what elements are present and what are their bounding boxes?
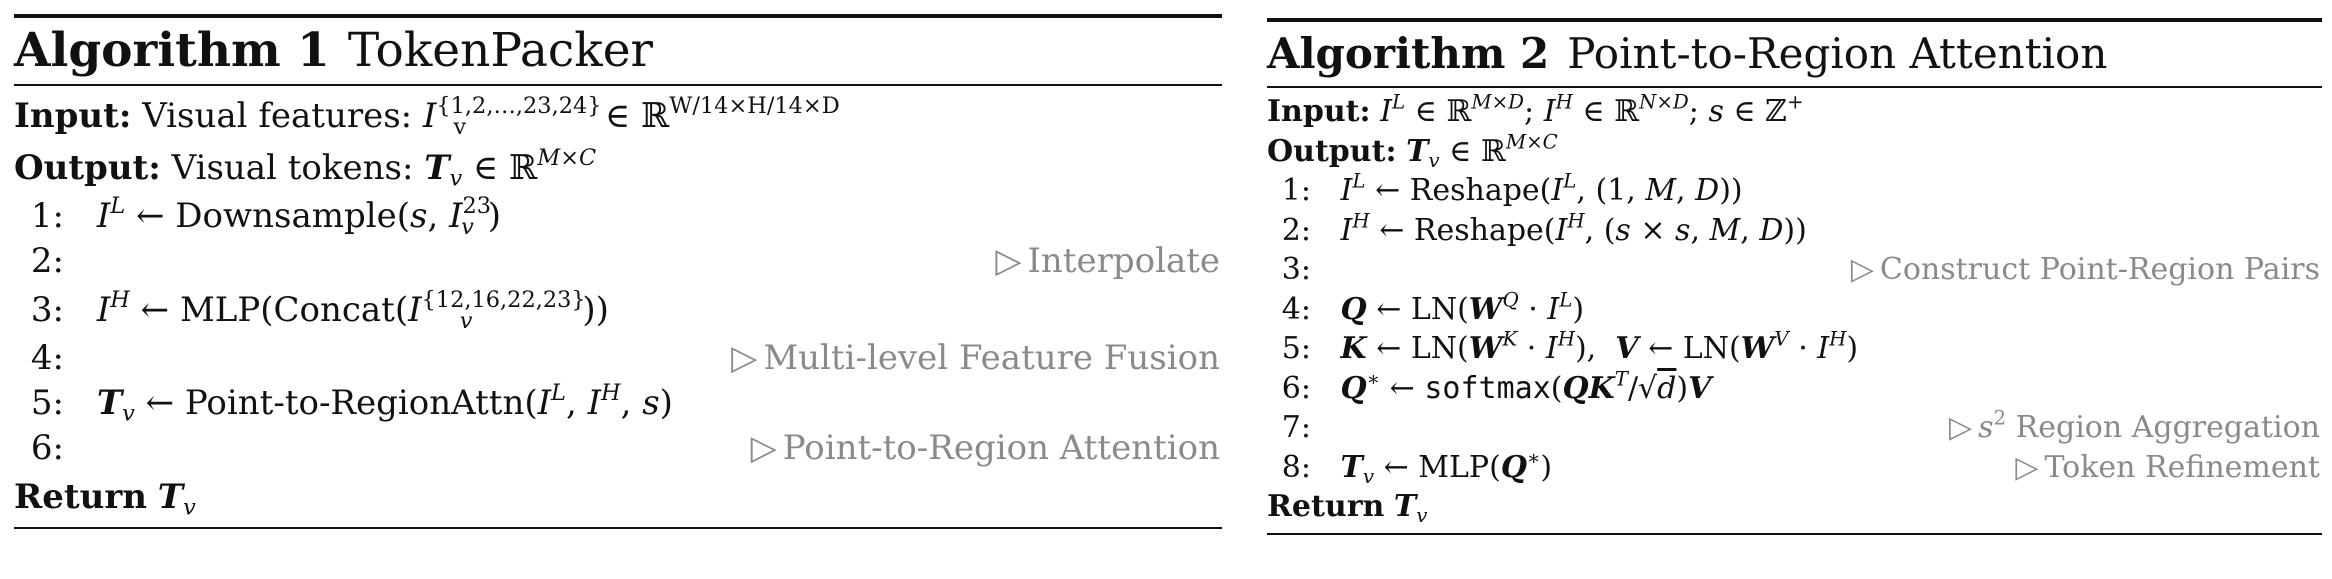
comment-triangle-icon: ▷ [995, 241, 1022, 281]
algo1-line-6: 6: ▷Point-to-Region Attention [14, 426, 1222, 471]
line-number: 1: [1281, 173, 1311, 208]
algorithm-title: Point-to-Region Attention [1567, 29, 2108, 78]
output-dimension: M×C [537, 145, 597, 172]
header-rule [1267, 86, 2322, 88]
line-code: Tv ← Point-to-RegionAttn(IL, IH, s) [96, 380, 673, 427]
line-number: 3: [30, 290, 64, 330]
line-comment: ▷Multi-level Feature Fusion [731, 336, 1220, 381]
comment-triangle-icon: ▷ [2015, 449, 2039, 485]
bottom-rule [14, 527, 1222, 529]
algo2-line-1: 1: IL ← Reshape(IL, (1, M, D)) [1267, 171, 2322, 211]
input-keyword: Input: [14, 96, 132, 136]
algo1-line-5: 5: Tv ← Point-to-RegionAttn(IL, IH, s) [14, 381, 1222, 426]
algo2-line-7: 7: ▷s2 Region Aggregation [1267, 408, 2322, 448]
algorithm-label: Algorithm 2 [1267, 29, 1550, 78]
line-code: Q∗ ← softmax(QKT/√d)V [1340, 367, 1712, 406]
output-line: Output: Tv ∈ ℝM×C [1267, 132, 2322, 172]
algo2-line-4: 4: Q ← LN(WQ · IL) [1267, 290, 2322, 330]
algo2-line-5: 5: K ← LN(WK · IH), V ← LN(WV · IH) [1267, 329, 2322, 369]
input-keyword: Input: [1267, 94, 1371, 129]
line-comment: ▷Token Refinement [2015, 448, 2320, 488]
header-rule [14, 84, 1222, 86]
algo1-line-2: 2: ▷Interpolate [14, 239, 1222, 284]
output-keyword: Output: [1267, 133, 1397, 169]
return-line: Return Tv [14, 477, 196, 521]
input-membership: ∈ ℝ [594, 96, 670, 136]
input-line: Input: Visual features: I{1,2,…,23,24}v … [14, 90, 1222, 142]
line-number: 2: [1281, 212, 1311, 248]
algo2-line-6: 6: Q∗ ← softmax(QKT/√d)V [1267, 369, 2322, 409]
algorithm-1-block: Algorithm 1 TokenPacker Input: Visual fe… [14, 0, 1222, 529]
line-code: Tv ← MLP(Q∗) [1340, 446, 1553, 488]
line-comment: ▷s2 Region Aggregation [1949, 408, 2320, 448]
algo1-line-1: 1: IL ← Downsample(s, I23v) [14, 194, 1222, 239]
output-symbol: T [424, 148, 450, 188]
algorithm-1-header: Algorithm 1 TokenPacker [14, 18, 1222, 84]
algo2-line-8: 8: Tv ← MLP(Q∗) ▷Token Refinement [1267, 448, 2322, 488]
line-code: K ← LN(WK · IH), V ← LN(WV · IH) [1340, 327, 1859, 366]
return-keyword: Return [1267, 489, 1385, 524]
algo2-line-2: 2: IH ← Reshape(IH, (s × s, M, D)) [1267, 211, 2322, 251]
comment-triangle-icon: ▷ [1949, 410, 1973, 445]
return-line: Return Tv [1267, 489, 1428, 527]
input-math: IL ∈ ℝM×D; IH ∈ ℝN×D; s ∈ ℤ+ [1380, 90, 1804, 129]
line-number: 1: [30, 196, 64, 236]
line-number: 4: [30, 338, 64, 378]
line-number: 5: [1281, 331, 1311, 366]
line-code: Q ← LN(WQ · IL) [1340, 288, 1585, 327]
line-number: 8: [1281, 449, 1311, 485]
output-keyword: Output: [14, 148, 161, 188]
algorithm-2-block: Algorithm 2 Point-to-Region Attention In… [1267, 0, 2322, 535]
bottom-rule [1267, 532, 2322, 535]
algorithm-label: Algorithm 1 [14, 23, 330, 78]
input-dimension: W/14×H/14×D [669, 93, 840, 120]
top-rule [1267, 18, 2322, 22]
top-rule [14, 14, 1222, 18]
output-text: Visual tokens: [171, 148, 425, 188]
line-number: 7: [1281, 410, 1311, 445]
line-number: 3: [1281, 252, 1311, 287]
output-math: Tv ∈ ℝM×C [1406, 130, 1558, 172]
output-line: Output: Visual tokens: Tv ∈ ℝM×C [14, 142, 1222, 194]
input-superscript: {1,2,…,23,24} [436, 93, 602, 120]
line-code: IL ← Reshape(IL, (1, M, D)) [1340, 169, 1743, 208]
algo1-line-4: 4: ▷Multi-level Feature Fusion [14, 336, 1222, 381]
line-number: 5: [30, 383, 64, 423]
comment-triangle-icon: ▷ [1850, 252, 1874, 287]
algorithm-1-content: Input: Visual features: I{1,2,…,23,24}v … [14, 86, 1222, 523]
line-number: 2: [30, 241, 64, 281]
line-comment: ▷Interpolate [995, 239, 1220, 284]
line-code: IH ← Reshape(IH, (s × s, M, D)) [1340, 209, 1807, 248]
algorithm-2-content: Input: IL ∈ ℝM×D; IH ∈ ℝN×D; s ∈ ℤ+ Outp… [1267, 88, 2322, 527]
line-number: 4: [1281, 291, 1311, 327]
comment-triangle-icon: ▷ [750, 428, 777, 468]
algorithm-title: TokenPacker [347, 23, 654, 78]
algorithm-2-header: Algorithm 2 Point-to-Region Attention [1267, 22, 2322, 86]
output-membership: ∈ ℝ [462, 148, 538, 188]
line-number: 6: [30, 428, 64, 468]
input-text: Visual features: [142, 96, 423, 136]
line-number: 6: [1281, 370, 1311, 406]
algo1-line-3: 3: IH ← MLP(Concat(I{12,16,22,23}v)) [14, 284, 1222, 336]
line-comment: ▷Point-to-Region Attention [751, 426, 1220, 471]
line-code: IL ← Downsample(s, I23v) [96, 193, 502, 240]
output-subscript: v [449, 165, 463, 192]
comment-triangle-icon: ▷ [731, 338, 758, 378]
line-code: IH ← MLP(Concat(I{12,16,22,23}v)) [96, 287, 609, 334]
line-comment: ▷Construct Point-Region Pairs [1851, 250, 2320, 290]
input-line: Input: IL ∈ ℝM×D; IH ∈ ℝN×D; s ∈ ℤ+ [1267, 92, 2322, 132]
input-subscript: v [453, 113, 467, 140]
return-keyword: Return [14, 477, 147, 517]
algo2-line-3: 3: ▷Construct Point-Region Pairs [1267, 250, 2322, 290]
input-symbol: I [422, 96, 437, 136]
